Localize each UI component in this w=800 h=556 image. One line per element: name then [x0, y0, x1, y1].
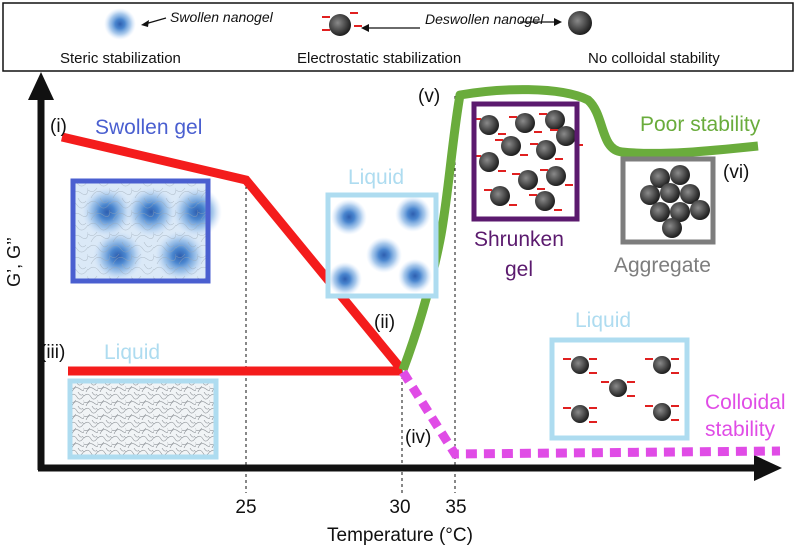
deswollen-nanogel-particle: [571, 405, 589, 423]
label-shrunken: Shrunken: [474, 228, 564, 251]
liquid-box-top: [325, 192, 439, 299]
label-liquid-left: Liquid: [104, 341, 160, 364]
label-ii: (ii): [374, 312, 395, 333]
label-vi: (vi): [723, 162, 749, 183]
legend-box: [2, 2, 794, 72]
label-liquid-top: Liquid: [348, 166, 404, 189]
deswollen-arrowhead-right: [554, 18, 562, 26]
deswollen-nanogel-particle: [515, 113, 535, 133]
label-swollen-gel: Swollen gel: [95, 116, 202, 139]
colloidal-stability-curve: [399, 369, 781, 459]
deswollen-nanogel-particle: [546, 166, 566, 186]
legend-deswollen-icon: [568, 11, 592, 35]
legend-deswollen-charged-icon: [322, 12, 362, 36]
deswollen-nanogel-particle: [501, 136, 521, 156]
label-colloidal: Colloidal: [705, 391, 786, 414]
label-i: (i): [50, 116, 67, 137]
legend-electrostatic: Electrostatic stabilization: [297, 50, 461, 67]
deswollen-arrowhead-left: [361, 24, 369, 32]
tick-30: 30: [389, 497, 410, 518]
swollen-arrowhead: [141, 20, 149, 27]
label-v: (v): [418, 86, 440, 107]
deswollen-nanogel-particle: [650, 202, 670, 222]
deswollen-nanogel-particle: [640, 185, 660, 205]
deswollen-nanogel-particle: [490, 186, 510, 206]
deswollen-nanogel-particle: [690, 200, 710, 220]
deswollen-nanogel-particle: [518, 170, 538, 190]
legend-steric: Steric stabilization: [60, 50, 181, 67]
deswollen-nanogel-particle: [535, 191, 555, 211]
liquid-box-mesh: [67, 378, 219, 460]
tick-25: 25: [235, 497, 256, 518]
swollen-gel-box: [70, 178, 222, 284]
x-axis-arrowhead: [754, 455, 782, 481]
label-iv: (iv): [405, 427, 431, 448]
shrunken-gel-box: [471, 101, 583, 222]
deswollen-nanogel-particle: [556, 126, 576, 146]
tick-35: 35: [445, 497, 466, 518]
label-liquid-right: Liquid: [575, 309, 631, 332]
deswollen-nanogel-particle: [680, 184, 700, 204]
deswollen-nanogel-particle: [479, 115, 499, 135]
liquid-box-charged: [549, 337, 690, 441]
deswollen-nanogel-particle: [545, 110, 565, 130]
deswollen-nanogel-particle: [653, 403, 671, 421]
deswollen-nanogel-particle: [670, 165, 690, 185]
aggregate-box: [620, 156, 716, 245]
legend-deswollen-nanogel: Deswollen nanogel: [425, 11, 544, 27]
label-poor-stability: Poor stability: [640, 113, 761, 136]
deswollen-nanogel-particle: [653, 356, 671, 374]
x-axis-label: Temperature (°C): [327, 525, 473, 546]
legend-swollen-nanogel: Swollen nanogel: [170, 9, 274, 25]
deswollen-nanogel-particle: [571, 356, 589, 374]
label-stability: stability: [705, 418, 776, 441]
deswollen-nanogel-particle: [536, 140, 556, 160]
deswollen-nanogel-particle: [479, 152, 499, 172]
y-axis-label: G’, G’’: [4, 237, 24, 287]
deswollen-nanogel-particle: [650, 168, 670, 188]
label-aggregate: Aggregate: [614, 254, 711, 277]
deswollen-nanogel-particle: [660, 183, 680, 203]
swollen-nanogel-icon: [104, 8, 136, 40]
deswollen-nanogel-particle: [609, 379, 627, 397]
deswollen-nanogel-particle: [662, 218, 682, 238]
y-axis-arrowhead: [28, 72, 54, 100]
deswollen-nanogel-particle: [670, 202, 690, 222]
swollen-gel-curve: [60, 132, 406, 373]
label-gel: gel: [505, 258, 533, 281]
legend-no-stability: No colloidal stability: [588, 50, 720, 67]
label-iii: (iii): [40, 342, 65, 363]
